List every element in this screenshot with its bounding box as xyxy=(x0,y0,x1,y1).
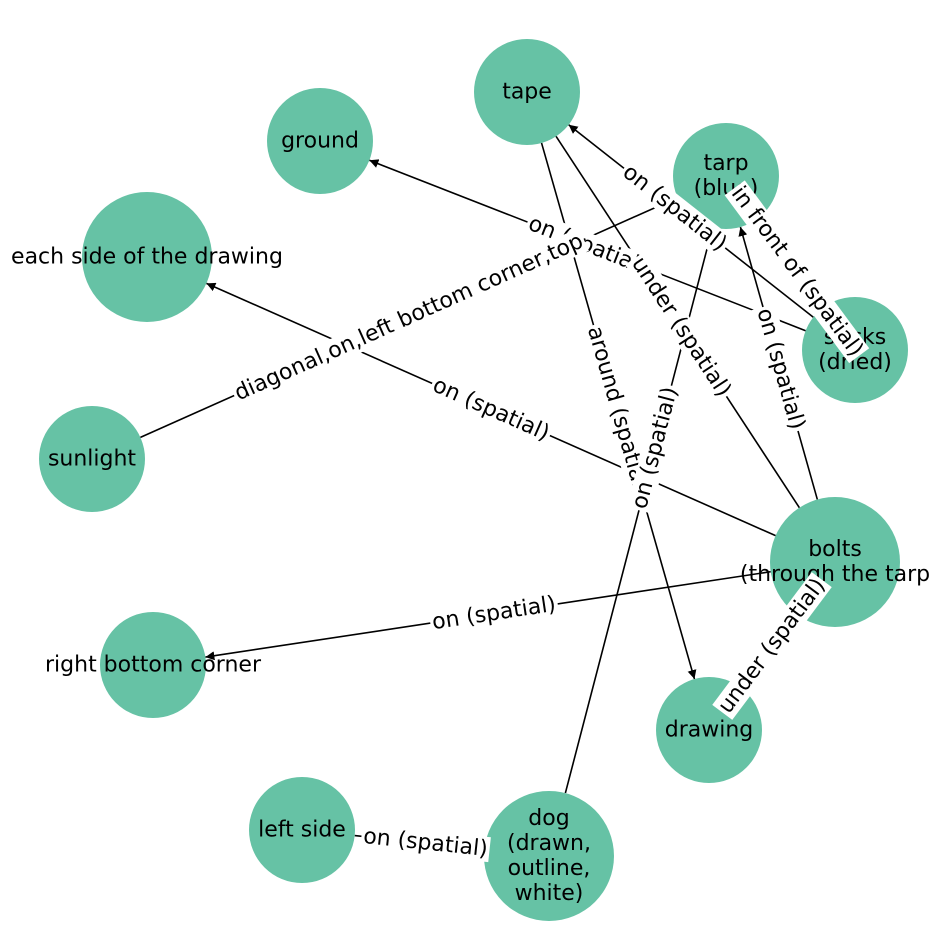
node-label: left side xyxy=(258,818,346,843)
edge-label-background xyxy=(750,303,811,435)
edge-label-background xyxy=(616,158,733,258)
edge-label-background xyxy=(581,321,655,501)
node-circle xyxy=(249,777,355,883)
edge-label-background xyxy=(360,823,491,863)
edge-label-background xyxy=(712,572,832,720)
node-circle xyxy=(474,39,580,145)
edge-label-background xyxy=(428,591,560,636)
edge-label-text: on (spatial) xyxy=(752,306,810,433)
edge-label-text: on (spatial) xyxy=(429,373,553,446)
edge-labels-layer: on (spatial)in front of (spatial)on (spa… xyxy=(229,158,870,863)
node-label: drawing xyxy=(665,718,754,743)
node-each-side: each side of the drawing xyxy=(11,192,283,322)
node-label: tarp xyxy=(703,151,748,176)
node-right-bottom: right bottom corner xyxy=(45,612,262,718)
node-circle xyxy=(39,406,145,512)
edge-label-bolts-drawing: under (spatial) xyxy=(712,572,832,720)
node-label: bolts xyxy=(808,537,862,562)
edge-label-background xyxy=(229,228,589,407)
edge-label-background xyxy=(625,250,737,404)
node-label: right bottom corner xyxy=(45,653,262,678)
edge-label-background xyxy=(427,371,555,448)
edge-label-bolts-tape: under (spatial) xyxy=(625,250,737,404)
edge-label-text: under (spatial) xyxy=(626,252,736,401)
edge-label-dog-left-side: on (spatial) xyxy=(360,823,491,863)
node-circle xyxy=(82,192,212,322)
edge-label-bolts-right-bottom: on (spatial) xyxy=(428,591,560,636)
node-left-side: left side xyxy=(249,777,355,883)
node-label: (drawn, xyxy=(507,831,591,856)
edge-label-background xyxy=(724,180,870,364)
edge-label-bolts-tarp: on (spatial) xyxy=(750,303,811,435)
node-tape: tape xyxy=(474,39,580,145)
edge-label-text: on (spatial) xyxy=(362,824,489,862)
node-sunlight: sunlight xyxy=(39,406,145,512)
node-bolts: bolts(through the tarp xyxy=(740,497,930,627)
node-label: each side of the drawing xyxy=(11,245,283,270)
node-circle xyxy=(100,612,206,718)
node-circle xyxy=(484,791,614,921)
node-label: dog xyxy=(528,806,569,831)
node-label: white) xyxy=(515,881,584,906)
node-dog: dog(drawn,outline,white) xyxy=(484,791,614,921)
node-label: (through the tarp xyxy=(740,562,930,587)
node-label: outline, xyxy=(508,856,591,881)
node-circle xyxy=(267,88,373,194)
edge-label-tarp-sticks: in front of (spatial) xyxy=(724,180,870,364)
node-ground: ground xyxy=(267,88,373,194)
node-label: sunlight xyxy=(48,447,136,472)
edge-label-text: under (spatial) xyxy=(713,574,830,718)
node-label: tape xyxy=(502,80,552,105)
edge-label-bolts-each-side: on (spatial) xyxy=(427,371,555,448)
edge-label-background xyxy=(626,382,684,514)
node-label: ground xyxy=(281,129,359,154)
edge-label-text: on (spatial) xyxy=(430,592,557,635)
edge-label-background xyxy=(522,210,653,281)
edge-label-text: in front of (spatial) xyxy=(726,182,868,362)
